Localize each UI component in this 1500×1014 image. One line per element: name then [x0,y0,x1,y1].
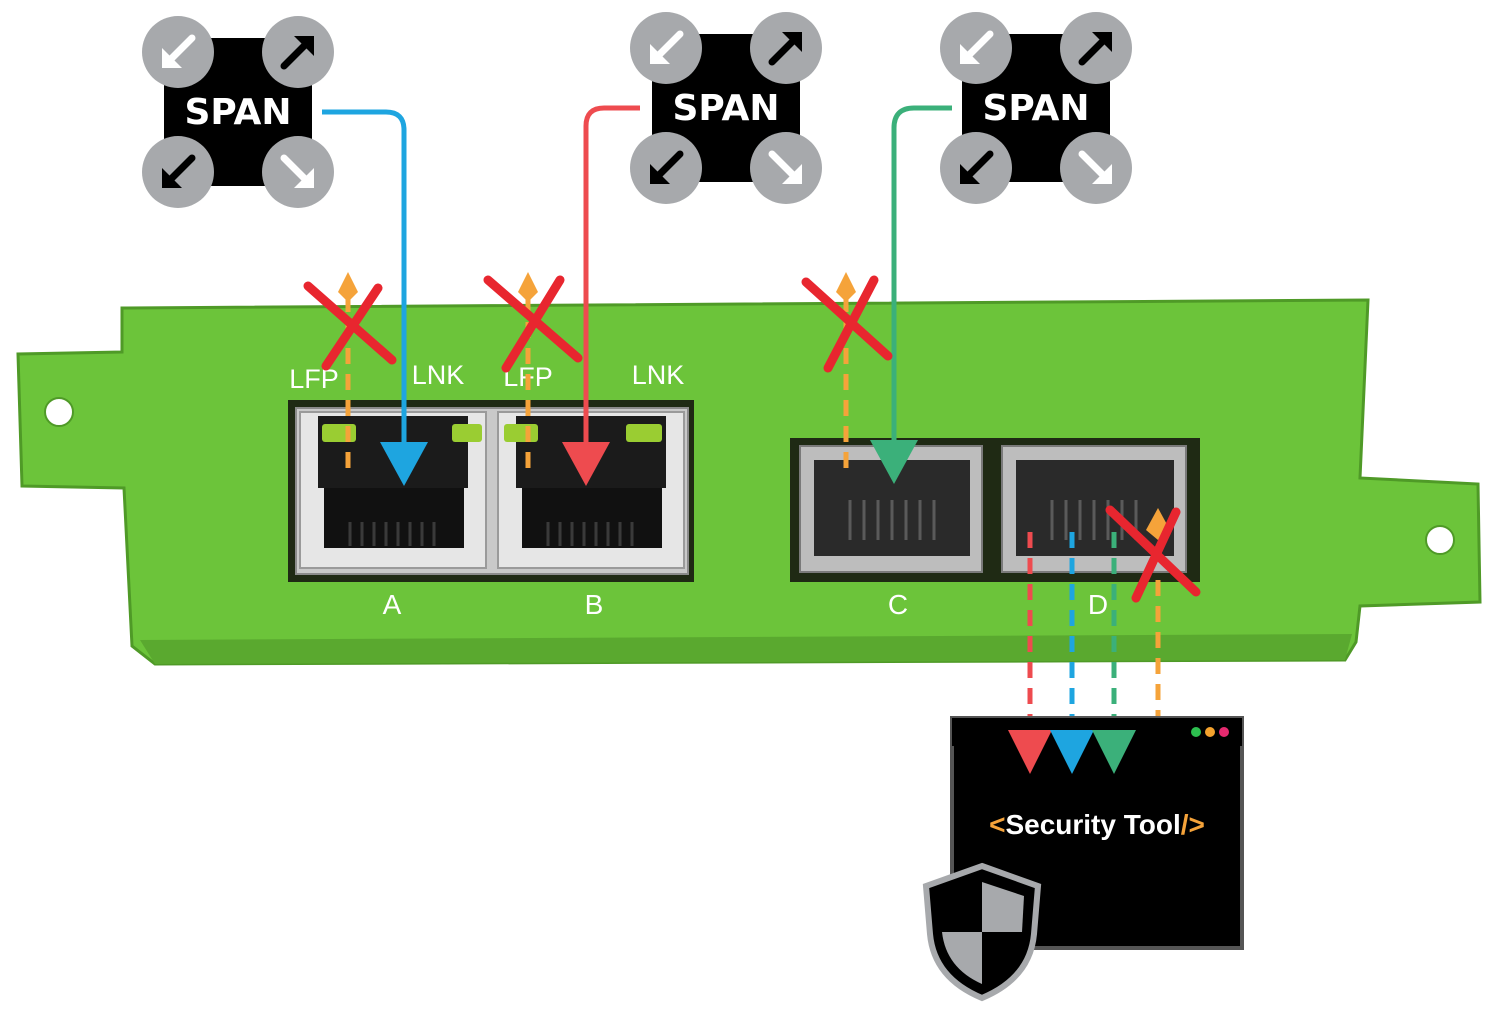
port-b-lnk-led [626,424,662,442]
led-label-lnk-a: LNK [412,360,465,390]
led-label-lnk-b: LNK [632,360,685,390]
mount-hole-left [44,397,74,427]
input-arrow-green [1092,730,1136,774]
port-b-socket[interactable] [522,488,662,548]
port-a-socket[interactable] [324,488,464,548]
span-switch-3: SPAN [940,12,1132,204]
input-arrow-red [1008,730,1052,774]
device-front-plate [16,298,1482,666]
port-label-a: A [383,589,402,620]
close-bracket: /> [1181,809,1205,840]
port-label-b: B [585,589,604,620]
span-link-red [562,105,640,486]
window-dot-pink [1219,727,1229,737]
span-label: SPAN [983,88,1090,129]
span-label: SPAN [673,88,780,129]
port-a-lfp-led [322,424,356,442]
sfp-port-block [790,438,1200,582]
port-b-lfp-led [504,424,538,442]
port-label-c: C [888,589,908,620]
window-dot-green [1191,727,1201,737]
security-tool-title: <Security Tool/> [989,809,1205,840]
device-bottom-edge [140,634,1352,664]
port-a-lnk-led [452,424,482,442]
disabled-x-marks [303,275,1201,603]
span-switch-2: SPAN [630,12,822,204]
open-bracket: < [989,809,1005,840]
port-label-d: D [1088,589,1108,620]
span-link-green [870,105,952,484]
mount-hole-right [1425,525,1455,555]
span-switch-1: SPAN [142,16,334,208]
led-label-lfp-a: LFP [289,364,339,394]
window-dot-orange [1205,727,1215,737]
shield-icon [922,862,1042,1002]
span-label: SPAN [185,92,292,133]
aggregated-output-lines [1027,532,1117,740]
tap-device: LFP LNK LFP LNK A B C D [16,298,1482,666]
tool-name: Security Tool [1005,809,1180,840]
input-arrow-blue [1050,730,1094,774]
span-link-blue [322,109,428,486]
